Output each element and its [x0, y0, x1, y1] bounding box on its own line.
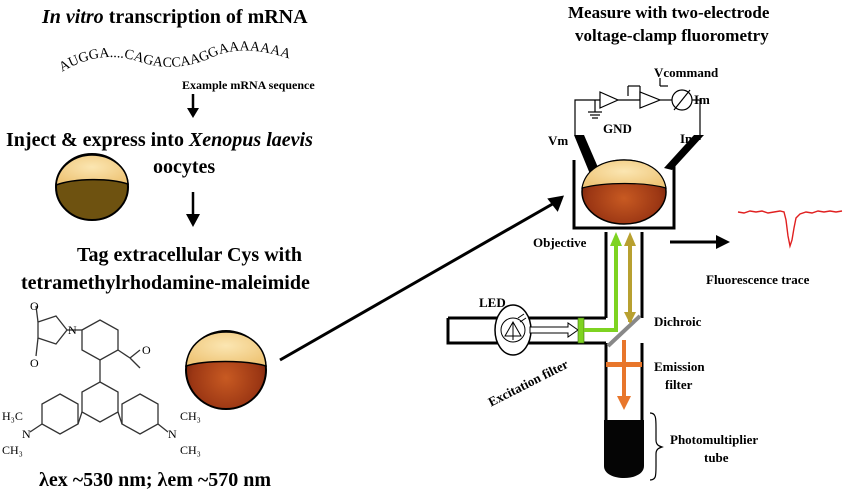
- chem-amine-right: N: [168, 427, 177, 441]
- chem-carboxylate: O: [142, 343, 151, 357]
- label-vm: Vm: [548, 133, 569, 148]
- chem-methyl-br: CH₃: [180, 443, 201, 457]
- left-step1-title: In vitro transcription of mRNA: [42, 7, 308, 27]
- oocyte-labeled: [185, 330, 267, 410]
- mrna-sequence: AUGGA....CAGACCAAGGAAAAAAA: [57, 40, 294, 76]
- photomultiplier-tube: [604, 420, 644, 478]
- transfer-arrow: [279, 200, 557, 362]
- recording-chamber: [572, 160, 676, 230]
- chem-n-ring: N: [68, 323, 77, 337]
- title-rest-part: transcription of mRNA: [103, 6, 308, 28]
- chem-amine-left: N: [22, 427, 31, 441]
- wavelength-caption: λex ~530 nm; λem ~570 nm: [39, 469, 272, 491]
- inject-species: Xenopus laevis: [188, 129, 313, 151]
- inject-line1: Inject & express into Xenopus laevis: [6, 130, 313, 150]
- dichroic-mirror: [606, 314, 642, 348]
- excitation-filter: [577, 317, 585, 344]
- clamp-circuit: [574, 78, 701, 140]
- label-led: LED: [479, 295, 506, 310]
- led-source: [494, 304, 532, 356]
- label-pmt-2: tube: [704, 450, 729, 465]
- label-pmt-1: Photomultiplier: [670, 432, 759, 447]
- chem-methyl-tl: H₃C: [2, 409, 23, 423]
- oocyte-in-chamber: [581, 159, 667, 225]
- chem-methyl-tr: CH₃: [180, 409, 201, 423]
- chem-o-top: O: [30, 299, 39, 313]
- chem-methyl-bl: CH₃: [2, 443, 23, 457]
- title-italic-part: In vitro: [42, 6, 104, 28]
- label-vcommand: Vcommand: [654, 65, 719, 80]
- mrna-caption: Example mRNA sequence: [182, 78, 315, 92]
- oocyte-uninjected: [55, 153, 129, 221]
- objective-column: [604, 232, 644, 420]
- label-im-top: Im: [694, 92, 710, 107]
- label-gnd: GND: [603, 121, 632, 136]
- right-title-line2: voltage-clamp fluorometry: [575, 26, 769, 45]
- right-title-line1: Measure with two-electrode: [568, 3, 770, 22]
- label-emission-1: Emission: [654, 359, 705, 374]
- tag-line2: tetramethylrhodamine-maleimide: [21, 272, 310, 294]
- excitation-light: [584, 238, 618, 332]
- electrode-vm: [574, 135, 600, 174]
- fluorescence-trace-line: [737, 210, 843, 249]
- label-emission-2: filter: [665, 377, 693, 392]
- label-im-right: Im: [680, 131, 696, 146]
- label-fluorescence-trace: Fluorescence trace: [706, 272, 810, 287]
- label-objective: Objective: [533, 235, 587, 250]
- inject-line2: oocytes: [153, 156, 216, 178]
- tag-line1: Tag extracellular Cys with: [77, 244, 302, 266]
- chem-o-bottom: O: [30, 356, 39, 370]
- label-dichroic: Dichroic: [654, 314, 702, 329]
- inject-prefix: Inject & express into: [6, 129, 189, 151]
- tmr-maleimide-structure: [29, 305, 169, 435]
